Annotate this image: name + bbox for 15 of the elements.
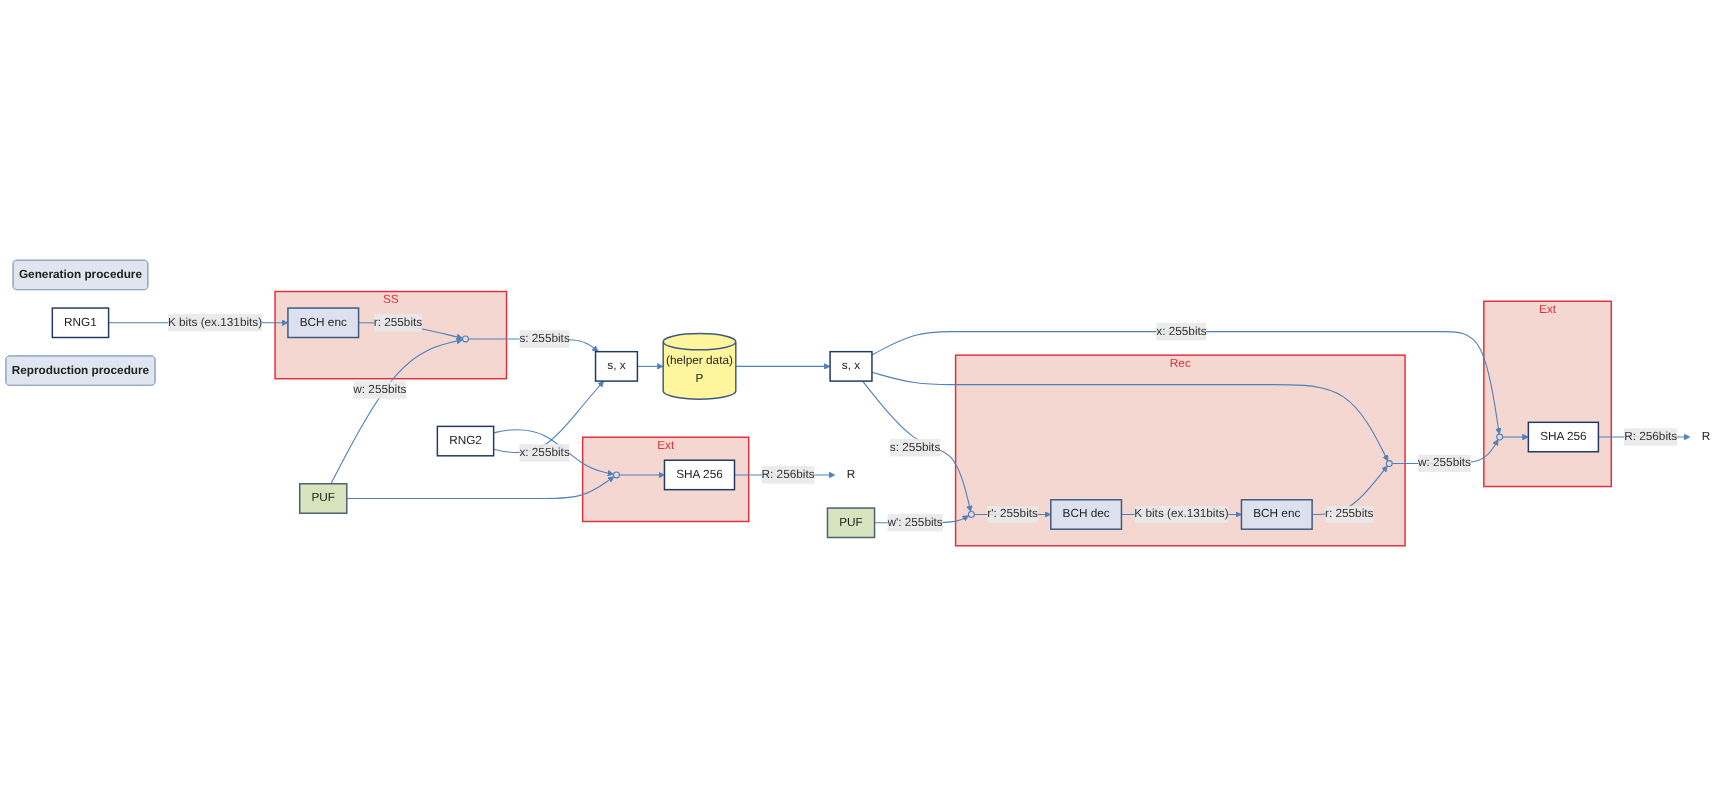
arrow	[871, 331, 1502, 435]
arrow	[862, 380, 973, 512]
node-circle	[1385, 460, 1393, 468]
node-circle	[1496, 433, 1504, 441]
arrow	[1502, 433, 1529, 441]
arrow	[330, 337, 463, 485]
arrow	[871, 371, 1389, 462]
arrow	[493, 429, 614, 477]
arrow	[735, 363, 831, 370]
arrow	[636, 363, 664, 370]
node-circle	[967, 511, 975, 518]
node-circle	[462, 335, 469, 343]
arrow	[346, 476, 615, 500]
node-circle	[613, 471, 620, 479]
arrow	[618, 471, 665, 479]
